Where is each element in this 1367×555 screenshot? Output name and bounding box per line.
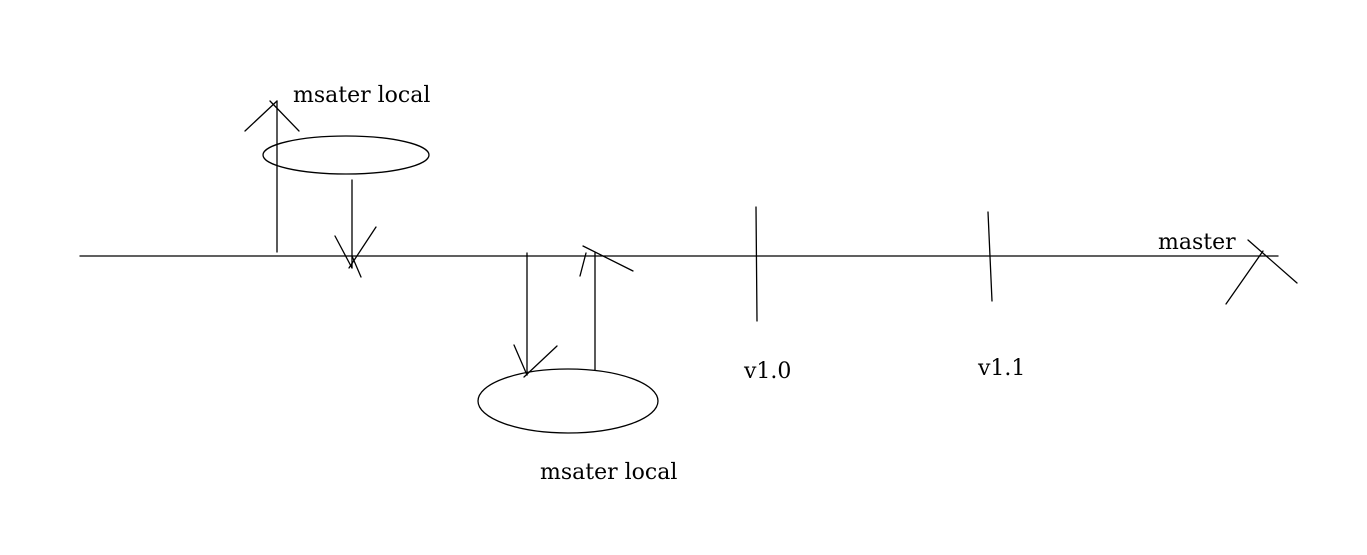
bottom-merge-up-arrow bbox=[579, 245, 634, 371]
bottom-branch-down-arrow bbox=[513, 252, 558, 378]
tag-v1-1-label: v1.1 bbox=[977, 356, 1025, 381]
top-branch-up-arrow bbox=[244, 100, 300, 253]
master-label: master bbox=[1158, 230, 1236, 255]
tag-v1-0-marker bbox=[755, 206, 758, 322]
tag-v1-0-label: v1.0 bbox=[743, 359, 791, 384]
top-merge-down-arrow bbox=[334, 179, 377, 278]
bottom-local-ellipse bbox=[477, 368, 659, 434]
tag-v1-1-marker bbox=[987, 211, 993, 302]
top-local-ellipse bbox=[262, 135, 430, 175]
bottom-local-label: msater local bbox=[540, 460, 677, 485]
top-local-label: msater local bbox=[293, 83, 430, 108]
master-arrowhead bbox=[1225, 239, 1298, 305]
